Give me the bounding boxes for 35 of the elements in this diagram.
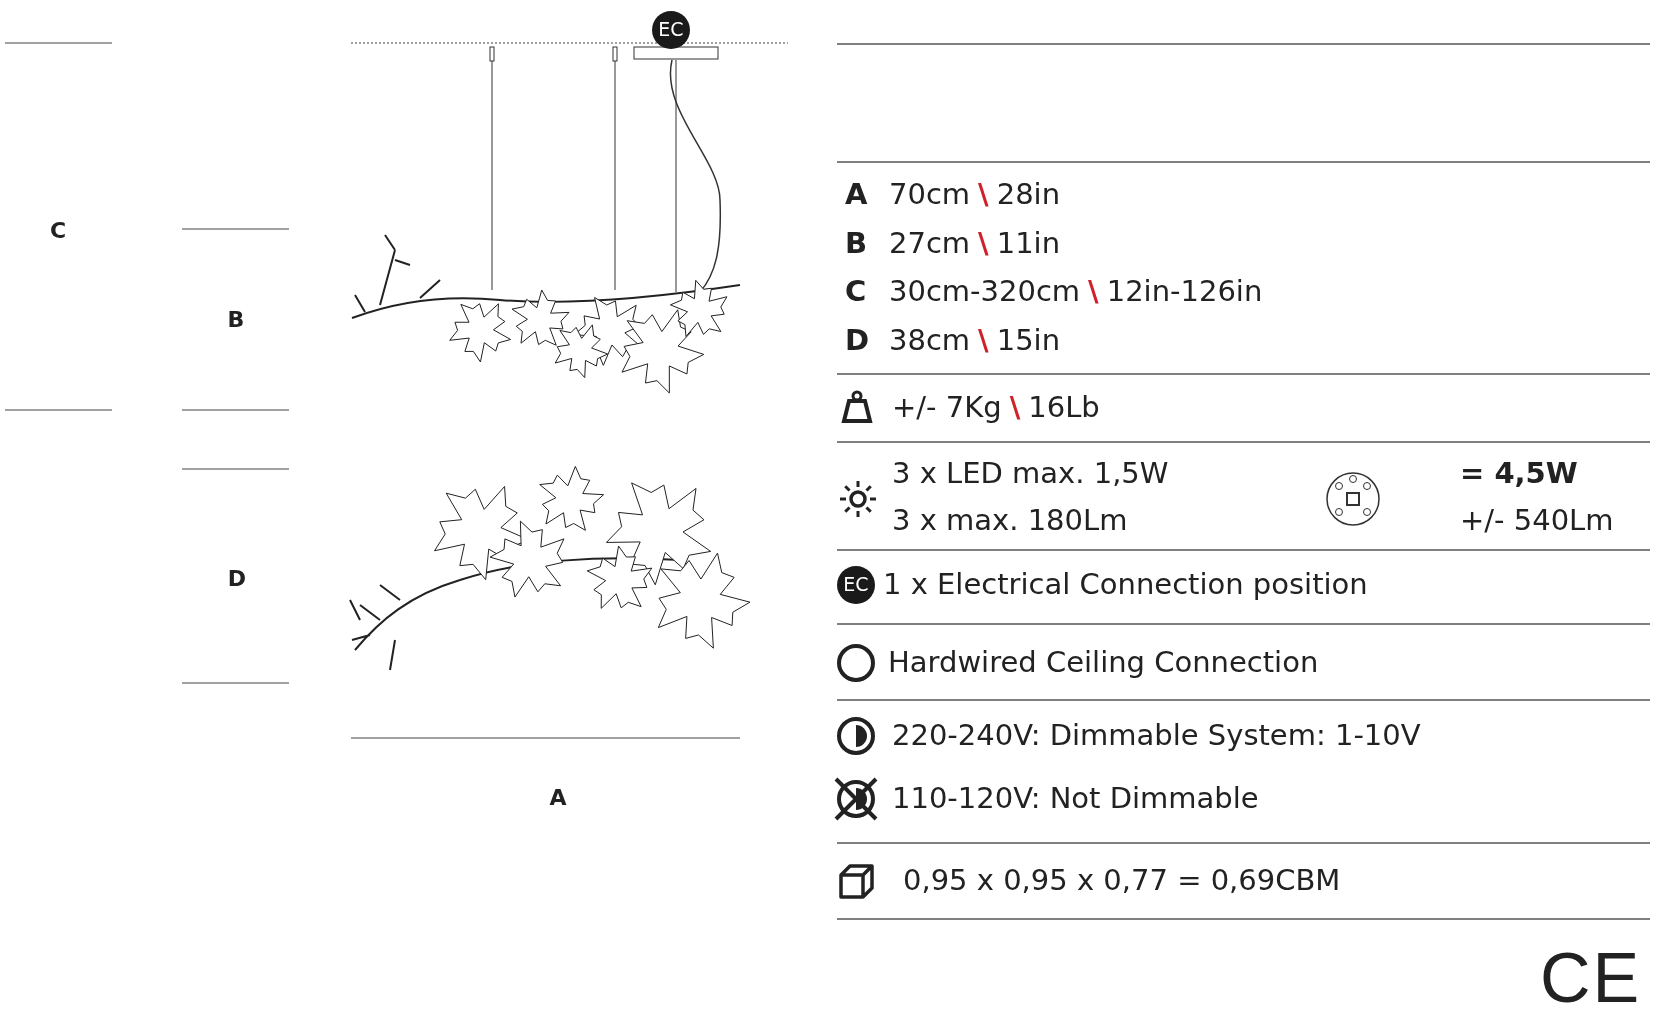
total-lumen: +/- 540Lm [1460,504,1614,538]
total-power: = 4,5W [1460,457,1578,491]
spec-letter: B [845,227,869,261]
spec-text: 27cm [889,227,971,261]
spec-text: 70cm [889,178,971,212]
dimension-letter: C [49,218,67,244]
spec-letter: A [845,178,869,212]
spec-text: Hardwired Ceiling Connection [888,646,1319,680]
dimension-letter: B [227,307,245,333]
spec-text: 16Lb [1028,391,1100,425]
separator-slash: \ [1088,275,1099,309]
ec-badge: EC [837,566,875,604]
spec-letter: C [845,275,868,309]
spec-text: 30cm-320cm [889,275,1081,309]
dimension-letter: D [227,566,247,592]
spec-text: 220-240V: Dimmable System: 1-10V [892,719,1421,753]
separator-slash: \ [978,178,989,212]
spec-text: 15in [996,324,1061,358]
separator-slash: \ [1009,391,1021,425]
spec-text: 28in [996,178,1061,212]
spec-text: 38cm [889,324,971,358]
spec-text: 1 x Electrical Connection position [883,568,1368,602]
spec-letter: D [845,324,871,358]
separator-slash: \ [978,324,989,358]
spec-text: 0,95 x 0,95 x 0,77 = 0,69CBM [903,864,1341,898]
spec-text: 3 x max. 180Lm [892,504,1128,538]
ec-badge: EC [652,11,690,49]
spec-text: 11in [996,227,1061,261]
separator-slash: \ [978,227,989,261]
dimension-letter: A [549,785,567,811]
spec-text: +/- 7Kg [892,391,1002,425]
spec-text: 3 x LED max. 1,5W [892,457,1169,491]
spec-text: 110-120V: Not Dimmable [892,782,1259,816]
ce-mark: CE [1540,943,1642,1013]
spec-text: 12in-126in [1106,275,1263,309]
